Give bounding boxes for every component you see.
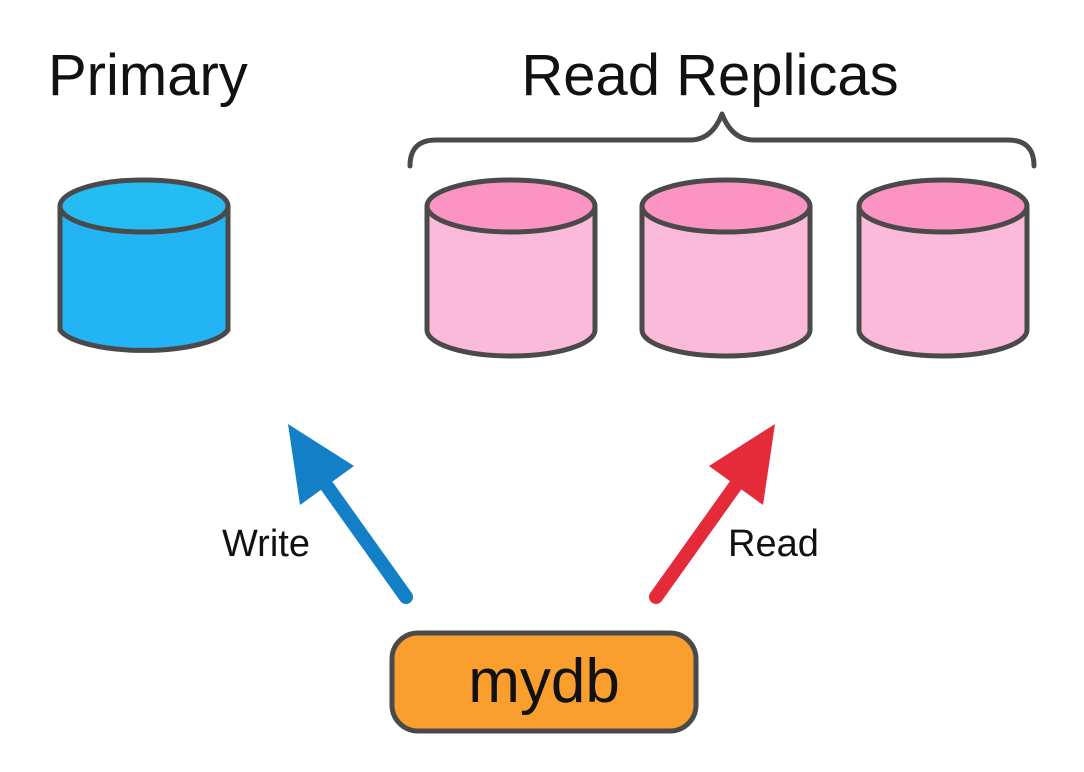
mydb-client-box: mydb xyxy=(389,630,699,734)
replica-database-icon xyxy=(424,177,598,359)
replica-database-icon xyxy=(639,177,813,359)
read-replicas-title: Read Replicas xyxy=(521,43,898,108)
write-arrow xyxy=(288,424,413,604)
read-arrow xyxy=(649,424,775,604)
primary-database-icon xyxy=(57,177,231,353)
replica-database-icon xyxy=(856,177,1030,359)
primary-title: Primary xyxy=(48,43,248,108)
read-label: Read xyxy=(728,523,819,565)
mydb-label: mydb xyxy=(468,647,620,716)
write-label: Write xyxy=(222,523,310,565)
replicas-brace xyxy=(407,111,1037,169)
